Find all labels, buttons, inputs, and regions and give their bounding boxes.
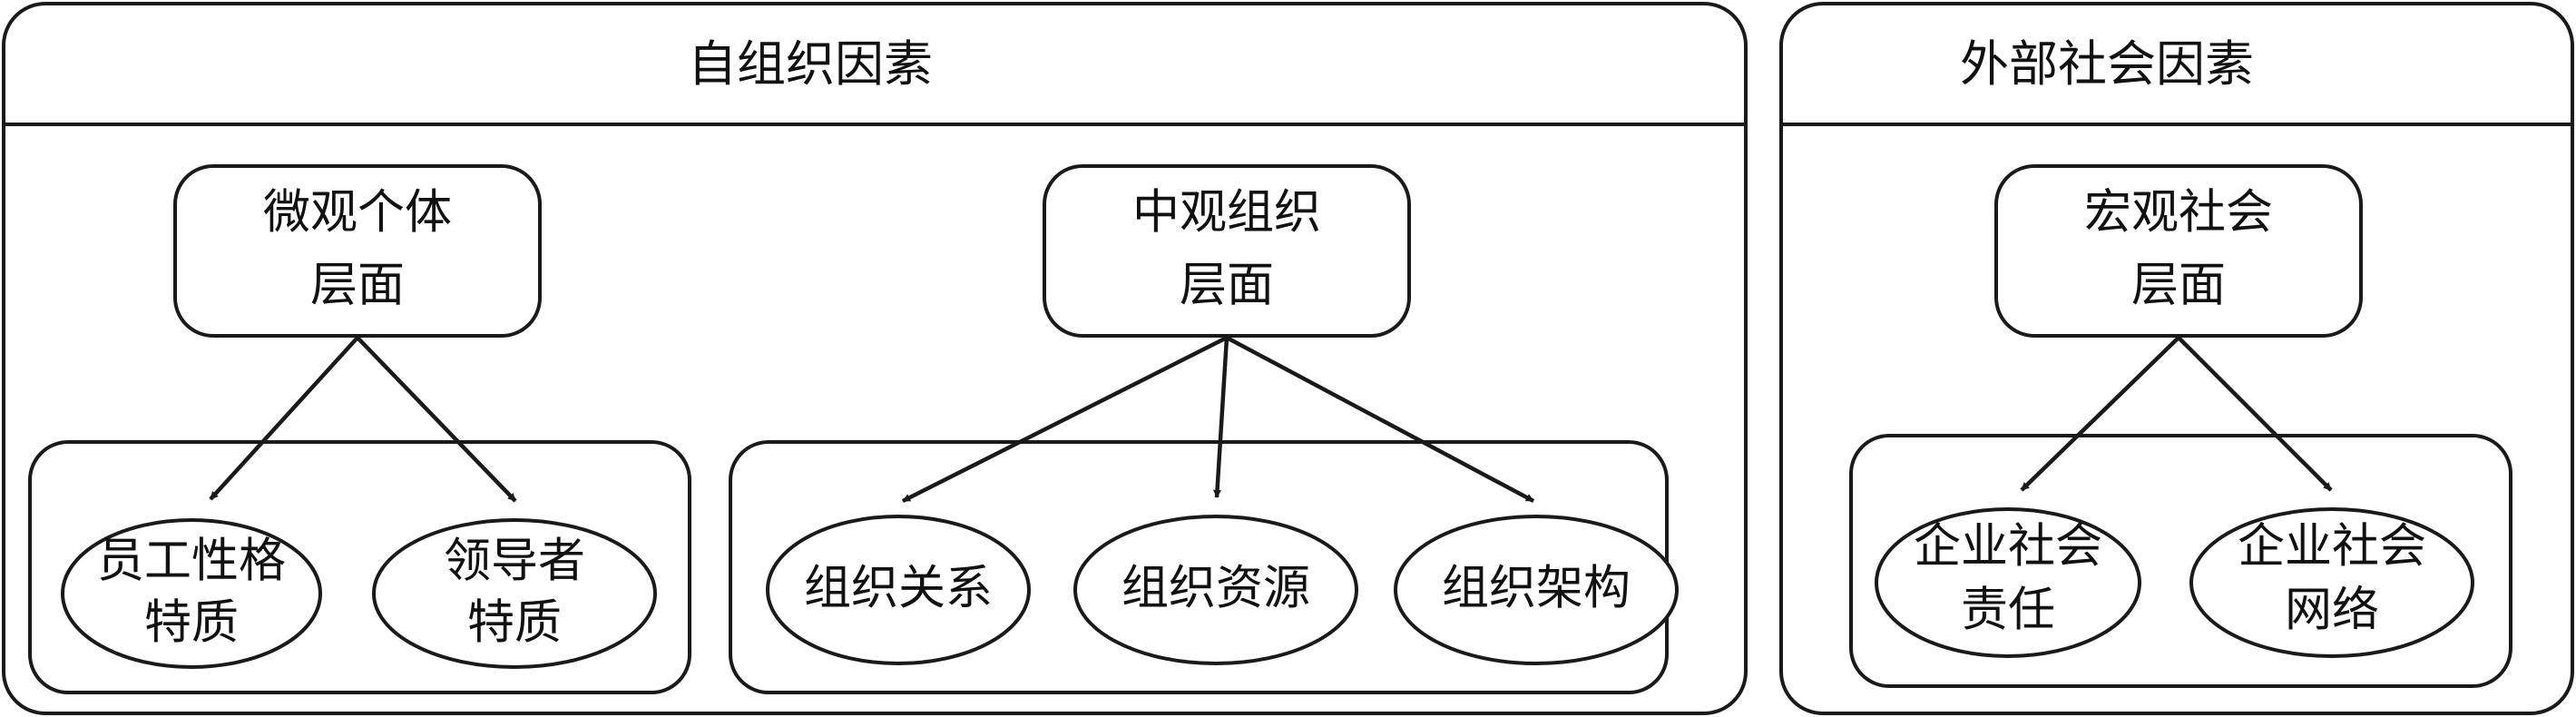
- leader-traits-ellipse: [372, 518, 657, 669]
- org-resources-ellipse: [1073, 515, 1358, 665]
- org-relations-label: 组织关系: [804, 562, 993, 616]
- employee-traits-label-line1: 员工性格: [97, 535, 286, 589]
- social-network-node: 企业社会 网络: [2189, 507, 2474, 658]
- meso-level-box: [1043, 164, 1411, 338]
- org-structure-ellipse: [1394, 515, 1679, 665]
- macro-level-label-line1: 宏观社会: [2084, 186, 2273, 241]
- arrow-meso-to-relations: [901, 335, 1229, 504]
- micro-level-box: [173, 164, 542, 338]
- org-structure-node: 组织架构: [1394, 515, 1679, 665]
- csr-node: 企业社会 责任: [1875, 507, 2141, 658]
- org-relations-node: 组织关系: [766, 515, 1031, 665]
- micro-level-node: 微观个体 层面: [173, 164, 542, 338]
- social-network-label-line2: 网络: [2285, 584, 2379, 638]
- csr-label-line1: 企业社会: [1914, 520, 2102, 575]
- micro-level-label-line1: 微观个体: [263, 186, 452, 241]
- leader-traits-label-line1: 领导者: [444, 535, 585, 589]
- macro-level-box: [1994, 164, 2363, 338]
- employee-traits-node: 员工性格 特质: [61, 518, 322, 669]
- employee-traits-label-line2: 特质: [144, 596, 239, 651]
- macro-level-label-line2: 层面: [2131, 259, 2226, 313]
- panel-self-organizing: 自组织因素 微观个体 层面 中观组织 层面 员工性格 特质 领导者 特质: [2, 2, 1748, 715]
- arrow-meso-to-resources: [1213, 337, 1229, 498]
- leader-traits-label-line2: 特质: [467, 596, 562, 651]
- arrow-macro-to-csr: [2020, 336, 2180, 492]
- macro-level-node: 宏观社会 层面: [1994, 164, 2363, 338]
- meso-level-node: 中观组织 层面: [1043, 164, 1411, 338]
- leader-traits-node: 领导者 特质: [372, 518, 657, 669]
- social-network-label-line1: 企业社会: [2238, 520, 2426, 575]
- micro-level-label-line2: 层面: [310, 259, 405, 313]
- csr-label-line2: 责任: [1961, 584, 2055, 638]
- arrow-micro-to-leader: [356, 336, 517, 503]
- org-relations-ellipse: [766, 515, 1031, 665]
- panel-self-title: 自组织因素: [688, 35, 933, 93]
- org-structure-label: 组织架构: [1442, 562, 1631, 616]
- panel-external: 外部社会因素 宏观社会 层面 企业社会 责任 企业社会 网络: [1779, 2, 2574, 715]
- csr-ellipse: [1875, 507, 2141, 658]
- meso-level-label-line2: 层面: [1180, 259, 1274, 313]
- social-network-ellipse: [2189, 507, 2474, 658]
- employee-traits-ellipse: [61, 518, 322, 669]
- arrow-micro-to-employee: [209, 336, 359, 501]
- org-resources-node: 组织资源: [1073, 515, 1358, 665]
- meso-level-label-line1: 中观组织: [1132, 186, 1321, 241]
- org-resources-label: 组织资源: [1121, 562, 1310, 616]
- arrow-macro-to-network: [2177, 336, 2333, 492]
- arrow-meso-to-structure: [1225, 336, 1535, 503]
- panel-external-title: 外部社会因素: [1960, 35, 2254, 93]
